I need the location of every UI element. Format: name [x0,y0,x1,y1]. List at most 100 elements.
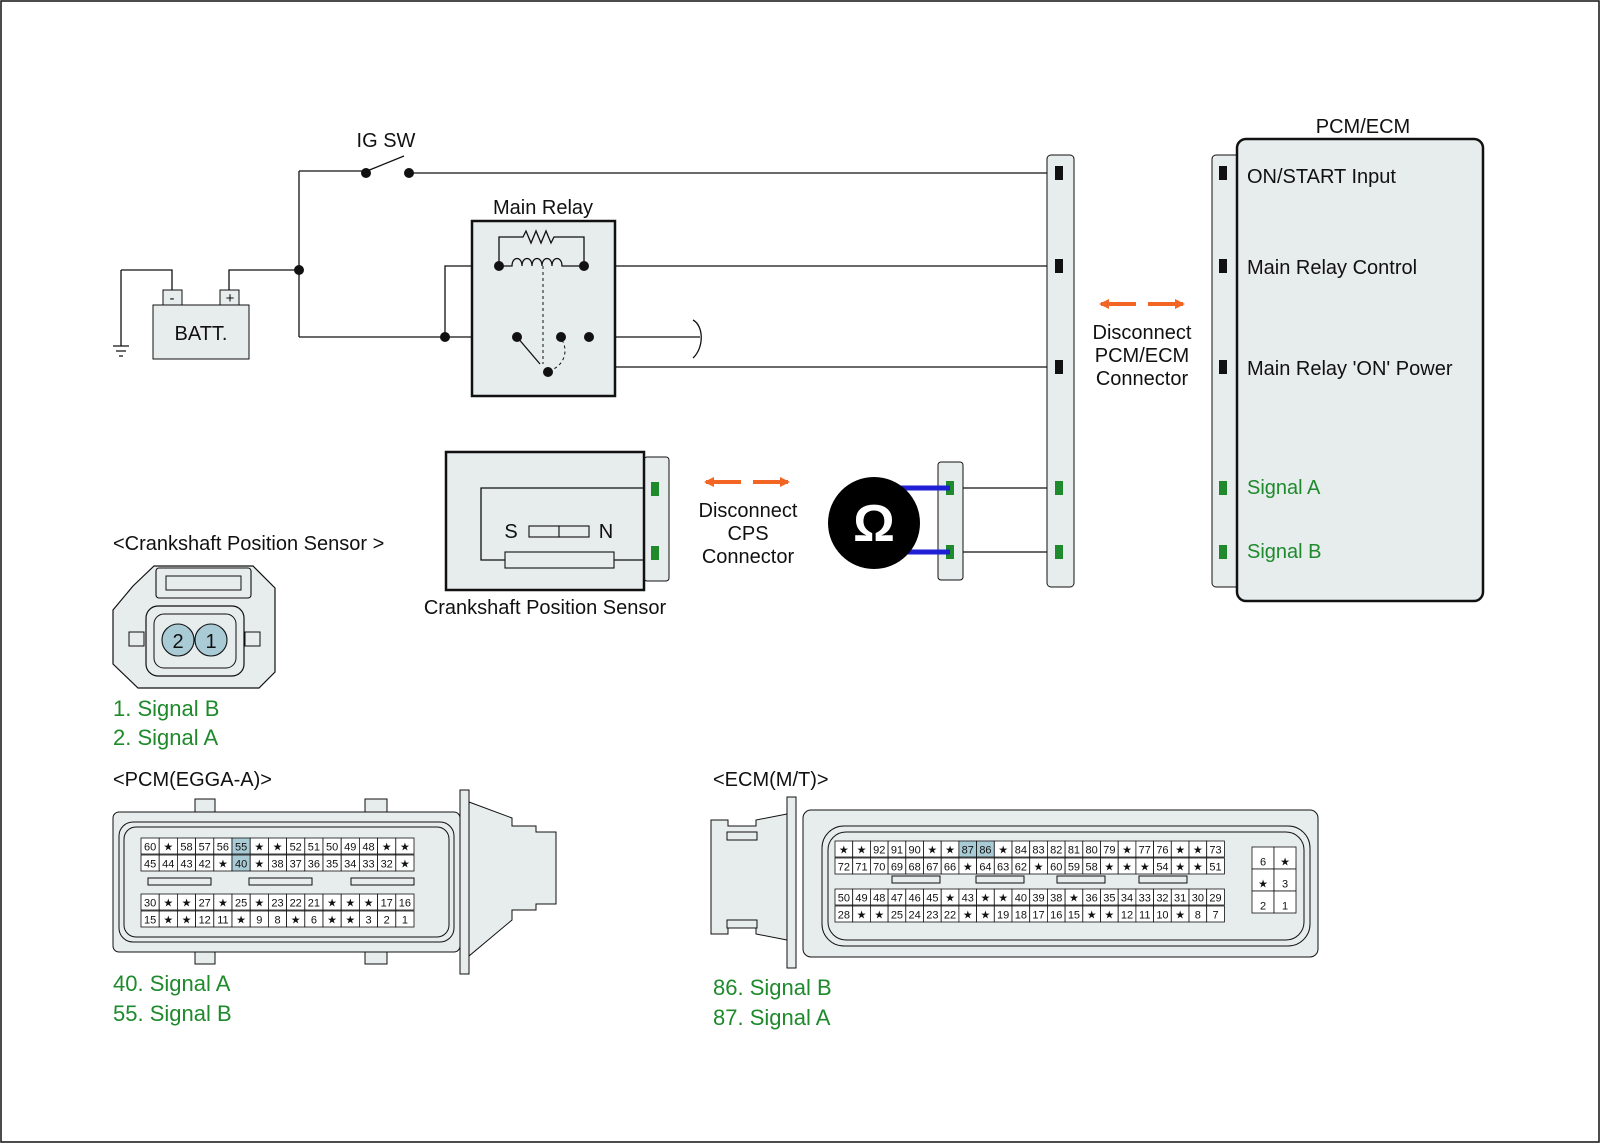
pcm-pin: 37 [286,854,306,872]
ecm-pin: ★ [852,840,871,858]
ecm-pin-label: ★ [945,845,955,857]
pcm-pin: 45 [140,854,160,872]
ecm-pin: 60 [1047,857,1066,875]
pcm-pin-label: 27 [199,898,211,910]
ecm-pin: ★ [1029,857,1048,875]
pcm-pin-label: 25 [235,898,247,910]
switch-terminal-a [361,168,371,178]
pcm-pin: 17 [377,893,397,911]
ecm-pin-label: 80 [1086,845,1098,857]
ecm-pin: ★ [1117,840,1137,858]
disconnect-cps-annotation: Disconnect CPS Connector [699,477,798,568]
pcm-pin-label: ★ [236,915,246,927]
pcm-pin: 21 [304,893,324,911]
pcm-pin-label: 38 [271,859,283,871]
ecm-pin-label: 71 [855,862,867,874]
pcm-pin: ★ [158,837,178,855]
ecm-pin-label: ★ [1069,893,1079,905]
pcm-pin: ★ [249,854,269,872]
ecm-pin-label: 77 [1139,845,1151,857]
ecm-pin: ★ [852,905,871,923]
ecm-pin-label: 19 [997,910,1009,922]
pcm-pin-label: ★ [400,859,410,871]
pcm-pin-label: 35 [326,859,338,871]
pcm-pin: 22 [286,893,306,911]
ecm-pin-label: 18 [1015,910,1027,922]
ecm-pin: 58 [1082,857,1101,875]
pcm-pin-label: 30 [144,898,156,910]
ecm-pin-label: 15 [1068,910,1080,922]
ecm-pin-label: ★ [1122,845,1132,857]
ecm-pin: 92 [870,840,889,858]
ecm-pin-label: 60 [1050,862,1062,874]
pcm-pin: 58 [176,837,196,855]
pcm-pin: ★ [158,910,178,928]
junction-dot [294,265,304,275]
pcm-pin-label: 40 [235,859,247,871]
ecm-pin-label: 7 [1212,910,1218,922]
ecm-pin-label: 16 [1050,910,1062,922]
pcm-pin: ★ [176,910,196,928]
pcm-pin-label: 8 [274,915,280,927]
pcm-pin: 33 [358,854,378,872]
pcm-pin-label: 58 [180,842,192,854]
ecm-pin: 46 [905,888,924,906]
ecm-pin: ★ [1135,857,1155,875]
ecm-pin-label: 12 [1121,910,1133,922]
ecm-pin: 39 [1029,888,1048,906]
pcm-ecm-title: PCM/ECM [1316,116,1410,138]
pcm-pin: 30 [140,893,160,911]
ecm-pin: ★ [1064,888,1084,906]
pcm-pin-label: 12 [199,915,211,927]
ecm-pin: 84 [1011,840,1031,858]
ecm-pin: 62 [1011,857,1031,875]
pin-main-relay-control: Main Relay Control [1247,257,1417,279]
ecm-pin-label: 50 [838,893,850,905]
battery: - + BATT. [152,289,250,360]
ecm-pin: 76 [1153,840,1172,858]
ecm-pin: 54 [1153,857,1172,875]
cps-legend-2: 2. Signal A [113,725,219,750]
pcm-pin: 52 [286,837,306,855]
ecm-pin-label: ★ [857,910,867,922]
ecm-pin-label: 51 [1209,862,1221,874]
ecm-pin: 72 [834,857,854,875]
relay-coil-terminal [579,261,589,271]
ecm-pin: 47 [887,888,907,906]
relay-contact [543,367,553,377]
pcm-pin: 2 [377,910,397,928]
pcm-pin: 56 [213,837,233,855]
ecm-pin: 33 [1135,888,1155,906]
ecm-pin-label: 70 [873,862,885,874]
pcm-ecm-module: PCM/ECM ON/START Input Main Relay Contro… [1211,116,1485,603]
ecm-pin: ★ [1170,905,1190,923]
pcm-pin: 50 [322,837,342,855]
pcm-pin-label: 16 [399,898,411,910]
ohm-icon [828,477,920,569]
ecm-aux-pin-label: ★ [1280,857,1290,869]
ecm-aux-pin-label: 3 [1282,879,1288,891]
ig-sw-label: IG SW [357,130,416,152]
ecm-pin: ★ [1100,857,1119,875]
pcm-pin-label: ★ [218,898,228,910]
pcm-pin: 1 [395,910,415,928]
ecm-pin: 35 [1100,888,1119,906]
ecm-pin-label: ★ [1175,862,1185,874]
pcm-pin-label: 3 [365,915,371,927]
ecm-pin-label: 79 [1103,845,1115,857]
pcm-pin: ★ [176,893,196,911]
ecm-pin-label: 36 [1086,893,1098,905]
ecm-pin-label: 47 [891,893,903,905]
ecm-pin: 10 [1153,905,1172,923]
ecm-pin-label: 31 [1174,893,1186,905]
ecm-pin: 77 [1135,840,1155,858]
disconnect-cps-line1: Disconnect [699,500,798,522]
pcm-pin-label: 55 [235,842,247,854]
pcm-pin: 11 [213,910,233,928]
ecm-pin: 70 [870,857,889,875]
ecm-pin-label: ★ [1140,862,1150,874]
ecm-pin: 82 [1047,840,1066,858]
ecm-pin: 29 [1206,888,1225,906]
